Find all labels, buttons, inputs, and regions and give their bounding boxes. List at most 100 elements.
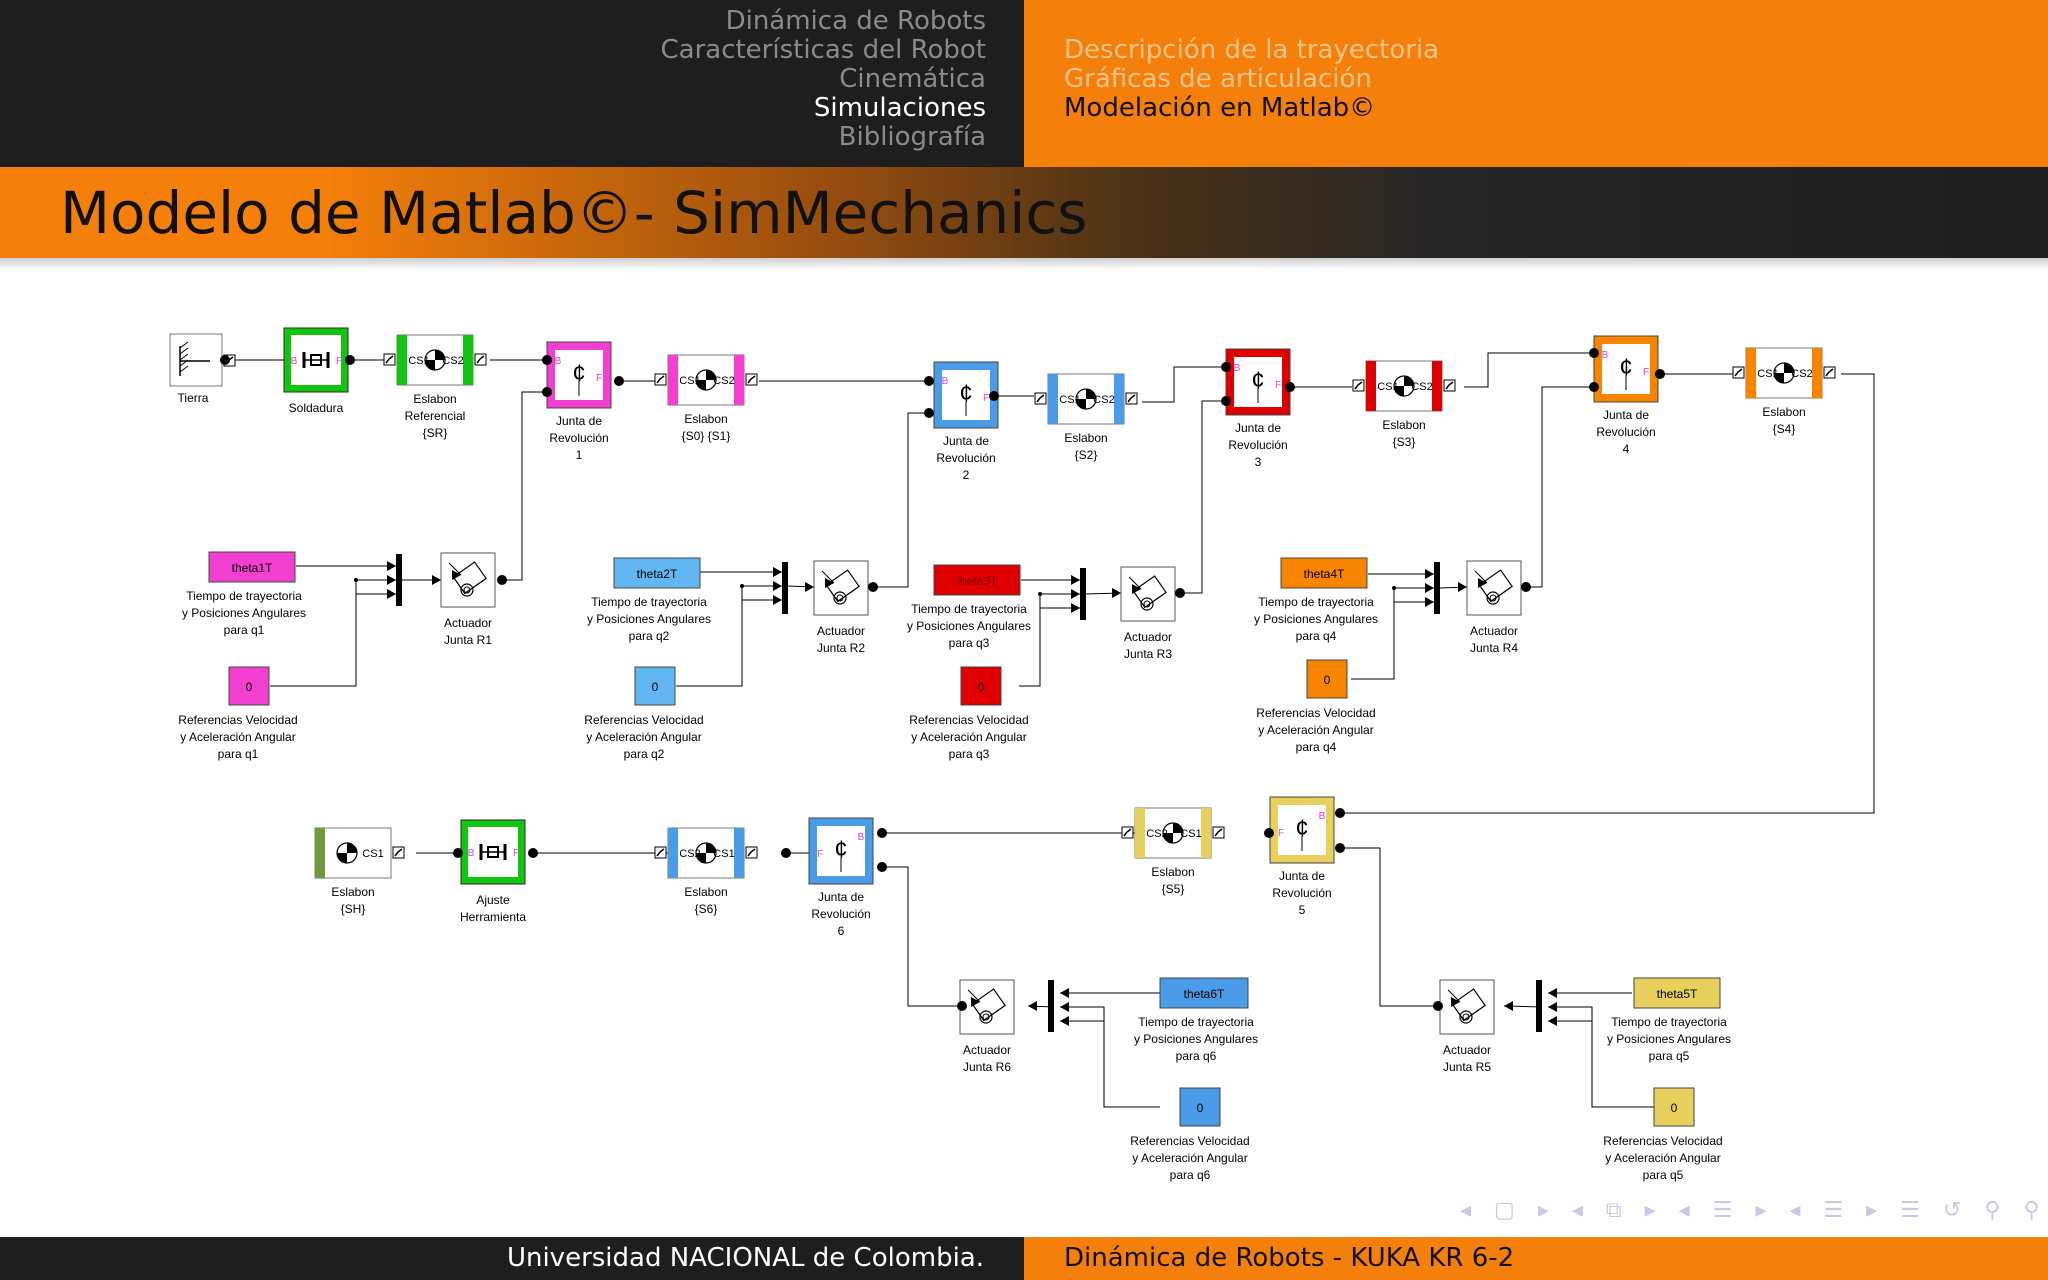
tool-weld-block-label-1: Herramienta: [460, 910, 526, 924]
conn-port-glyph: [747, 375, 756, 384]
revolute-joint-5-label-1: Revolución: [1272, 886, 1331, 900]
actuator-r3-cylinder: [1132, 575, 1167, 609]
arrow-head: [452, 570, 461, 580]
const-q1-label-0: Referencias Velocidad: [178, 713, 297, 727]
const-q5-label-0: Referencias Velocidad: [1603, 1134, 1722, 1148]
conn-port-glyph: [1036, 394, 1045, 403]
nav-subsection-trayectoria[interactable]: Descripción de la trayectoria: [1064, 35, 1440, 65]
conn-port-glyph: [1127, 394, 1136, 403]
nav-section-dinamica[interactable]: Dinámica de Robots: [725, 6, 986, 36]
ground-label: Tierra: [178, 391, 209, 405]
actuator-r5-arrow-line: [1447, 989, 1461, 1003]
source-theta2-name: theta2T: [637, 567, 678, 581]
revolute-joint-1-port-f: F: [596, 373, 602, 384]
port-dot: [924, 408, 934, 418]
revolute-joint-3-port-f: F: [1275, 380, 1281, 391]
arrow-head: [387, 561, 396, 571]
body-s4-cs-b: CS2: [1791, 368, 1812, 380]
const-q4-label-1: y Aceleración Angular: [1258, 723, 1373, 737]
conn-port-glyph: [1354, 381, 1363, 390]
source-theta6-box: [1159, 977, 1249, 1009]
body-s4-stripe-right: [1812, 348, 1822, 398]
actuator-r1-arrow-line: [448, 562, 462, 576]
revolute-joint-2-symbol: ¢: [959, 380, 972, 407]
body-s3-cs-b: CS2: [1411, 381, 1432, 393]
beamer-navigation[interactable]: ◂ ▢ ▸ ◂ ⧉ ▸ ◂ ☰ ▸ ◂ ☰ ▸ ☰ ↺ ⚲ ⚲: [1460, 1198, 2048, 1223]
revolute-joint-6-port-f: F: [817, 849, 823, 860]
signal-wire: [1180, 400, 1226, 594]
actuator-r4-label-1: Junta R4: [1470, 641, 1518, 655]
revolute-joint-3-symbol: ¢: [1251, 367, 1264, 394]
nav-section-caracteristicas[interactable]: Características del Robot: [660, 35, 986, 65]
mux-q6: [1048, 980, 1054, 1032]
arrow-head: [1060, 1016, 1069, 1026]
source-theta6-label-2: para q6: [1176, 1049, 1217, 1063]
footer-bar: Universidad NACIONAL de Colombia. Dinámi…: [0, 1237, 2048, 1280]
source-theta1-label-2: para q1: [224, 623, 265, 637]
actuator-r1-cylinder: [452, 561, 487, 595]
revolute-joint-6-label-2: 6: [838, 924, 845, 938]
revolute-joint-5-label-2: 5: [1299, 903, 1306, 917]
cg-quadrant: [1086, 389, 1096, 399]
nav-section-bibliografia[interactable]: Bibliografía: [838, 122, 986, 152]
mux-q3: [1080, 568, 1086, 620]
revolute-joint-2-label-1: Revolución: [936, 451, 995, 465]
body-reference-label-1: Referencial: [405, 409, 466, 423]
revolute-joint-2-port-f: F: [983, 393, 989, 404]
signal-wire: [1548, 1006, 1654, 1108]
port-dot: [1655, 369, 1665, 379]
port-dot: [497, 575, 507, 585]
const-q5-label-1: y Aceleración Angular: [1605, 1151, 1720, 1165]
const-q2-label-0: Referencias Velocidad: [584, 713, 703, 727]
actuator-r3-arrow-line: [1128, 576, 1142, 590]
conn-port-glyph: [476, 355, 485, 364]
actuator-r3-cyl-core: [1143, 600, 1151, 608]
body-s2-stripe-right: [1114, 374, 1124, 424]
revolute-joint-5-symbol: ¢: [1295, 815, 1308, 842]
const-q1-value: 0: [246, 680, 253, 694]
port-dot: [542, 355, 552, 365]
title-shadow: [0, 258, 2048, 270]
port-dot: [1285, 382, 1295, 392]
actuator-r1-label-1: Junta R1: [444, 633, 492, 647]
revolute-joint-5-label-0: Junta de: [1279, 869, 1325, 883]
body-s6-label-0: Eslabon: [684, 885, 727, 899]
nav-subsection-matlab[interactable]: Modelación en Matlab©: [1064, 93, 1376, 123]
body-s3-stripe-left: [1366, 361, 1376, 411]
signal-wire: [1340, 373, 1875, 814]
arrow-head: [1425, 569, 1434, 579]
body-s6-stripe-right: [734, 828, 744, 878]
arrow-head: [1071, 589, 1080, 599]
body-s3-label-1: {S3}: [1393, 435, 1416, 449]
arrow-head: [805, 582, 814, 592]
branch-point: [354, 578, 358, 582]
body-s6-stripe-left: [668, 828, 678, 878]
signal-wire: [1526, 386, 1594, 588]
body-s3-label-0: Eslabon: [1382, 418, 1425, 432]
arrow-head: [1451, 997, 1460, 1007]
revolute-joint-3-label-2: 3: [1255, 455, 1262, 469]
const-q5-value: 0: [1671, 1101, 1678, 1115]
revolute-joint-6-port-b: B: [858, 832, 865, 843]
arrow-head: [773, 581, 782, 591]
nav-subsection-graficas[interactable]: Gráficas de articulación: [1064, 64, 1372, 94]
nav-section-cinematica[interactable]: Cinemática: [839, 64, 986, 94]
actuator-r4-arrow-line: [1474, 570, 1488, 584]
source-theta4-name: theta4T: [1304, 567, 1345, 581]
nav-section-simulaciones[interactable]: Simulaciones: [813, 93, 986, 123]
arrow-head: [1028, 1001, 1037, 1011]
arrow-head: [432, 575, 441, 585]
revolute-joint-4-label-2: 4: [1623, 442, 1630, 456]
cg-quadrant: [347, 843, 357, 853]
const-q4-box: [1306, 659, 1348, 699]
